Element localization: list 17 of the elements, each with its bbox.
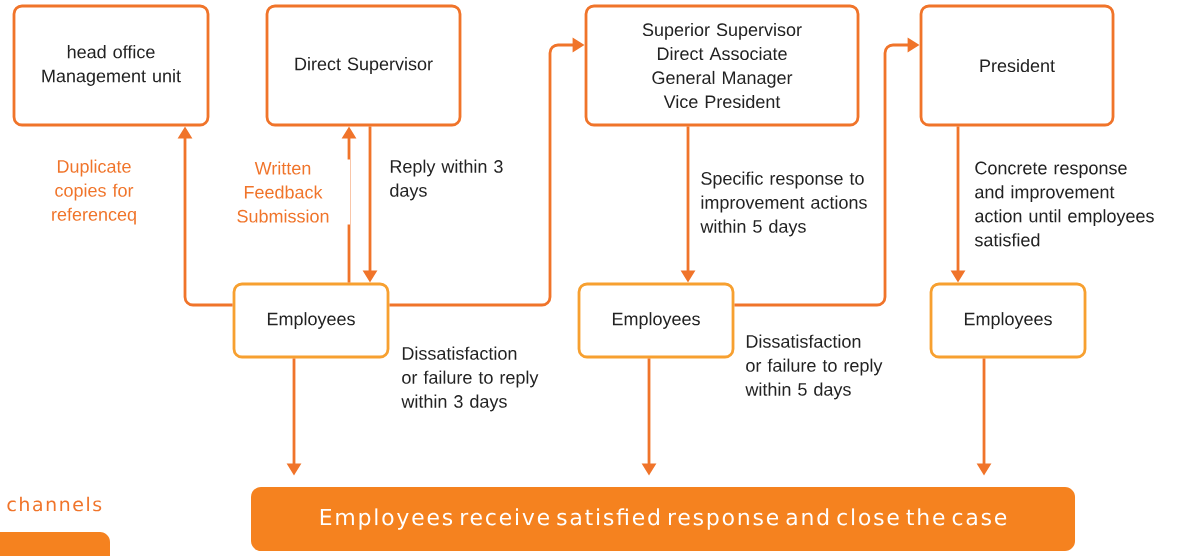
process-box: Direct Supervisor [265, 4, 462, 127]
edge-label: Written Feedback Submission [216, 159, 350, 225]
edge-label: Specific response to improvement actions within 5 days [698, 169, 875, 239]
employee-box: Employees [577, 282, 735, 359]
process-box: Superior Supervisor Direct Associate General Manager Vice President [584, 4, 860, 127]
edge-label: Dissatisfaction or failure to reply within 5 days [743, 332, 903, 402]
process-box: President [919, 4, 1115, 127]
edge-label: Dissatisfaction or failure to reply within 3 days [399, 344, 544, 414]
edge-label: Duplicate copies for referenceq [27, 157, 161, 227]
edge-label: Concrete response and improvement action until employees satisfied [972, 159, 1169, 249]
edge-label: Reply within 3 days [387, 157, 510, 203]
employee-box: Employees [929, 282, 1087, 359]
result-bar: Employees receive satisfied response and close the case [251, 487, 1075, 551]
process-box: head office Management unit [12, 4, 210, 127]
employee-box: Employees [232, 282, 390, 359]
result-bar [0, 532, 110, 556]
section-label: channels [7, 496, 102, 512]
